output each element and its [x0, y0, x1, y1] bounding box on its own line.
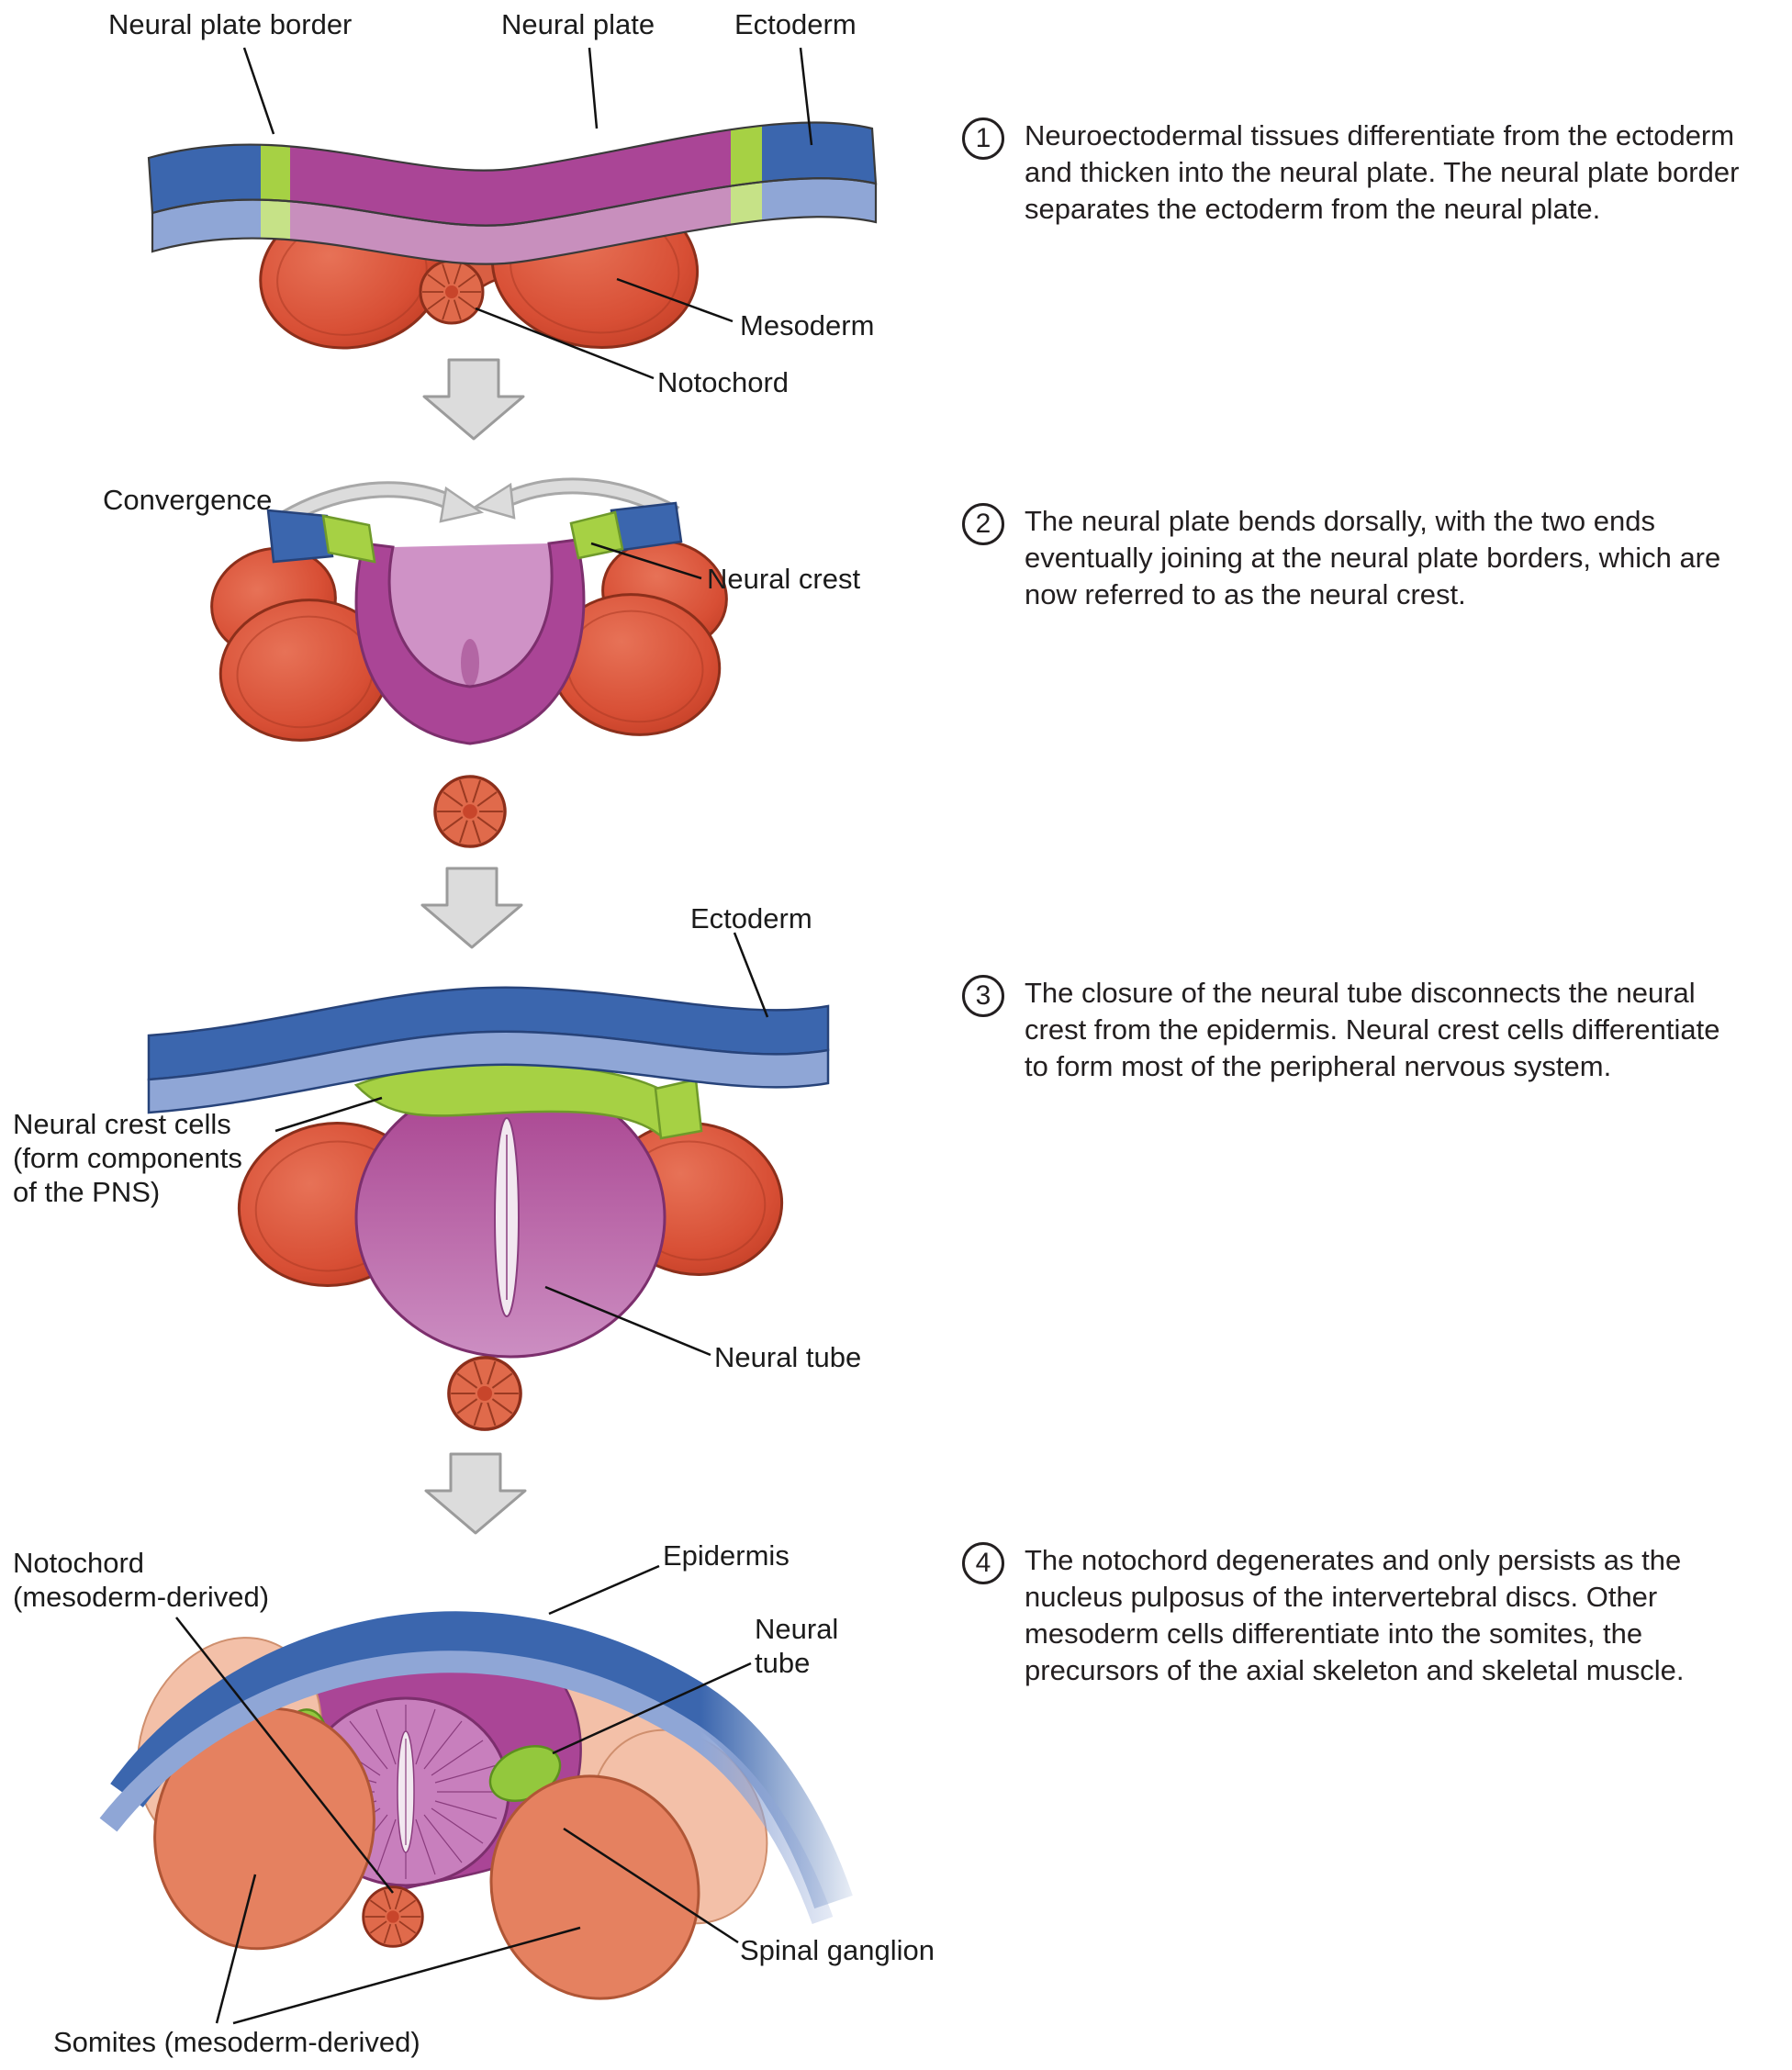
step-3: 3 The closure of the neural tube disconn… [962, 975, 1750, 1085]
convergence-arrows-icon [273, 477, 680, 531]
notochord-cross-section [447, 1356, 522, 1431]
label-convergence: Convergence [103, 484, 273, 516]
down-arrow-icon [420, 867, 523, 949]
label-neural-crest: Neural crest [707, 563, 861, 595]
label-ectoderm-1: Ectoderm [734, 8, 857, 40]
step-2: 2 The neural plate bends dorsally, with … [962, 503, 1750, 613]
stage2-leader-lines [590, 542, 702, 580]
label-ectoderm-3: Ectoderm [690, 902, 812, 934]
stage1-cross-section [147, 47, 878, 380]
notochord-cross-section [433, 775, 507, 848]
step-3-number: 3 [962, 975, 1004, 1017]
label-neural-crest-cells: Neural crest cells (form components of t… [13, 1108, 242, 1208]
step-2-text: The neural plate bends dorsally, with th… [1025, 505, 1721, 610]
neural-groove-lumen [389, 543, 553, 687]
neural-fold-wall [354, 538, 586, 745]
ectoderm-slab [147, 986, 830, 1114]
notochord-cross-section [419, 259, 485, 325]
neural-crest-tips [266, 501, 683, 564]
somite-front-right [489, 1774, 700, 2000]
step-4: 4 The notochord degenerates and only per… [962, 1542, 1750, 1689]
label-neural-tube-3: Neural tube [714, 1341, 862, 1373]
epidermis-band [99, 1611, 853, 1925]
label-neural-plate: Neural plate [501, 8, 655, 40]
step-4-text: The notochord degenerates and only persi… [1025, 1544, 1685, 1686]
neural-tube [354, 1076, 666, 1359]
label-notochord-1: Notochord [657, 366, 790, 398]
step-3-text: The closure of the neural tube disconnec… [1025, 977, 1720, 1082]
down-arrow-icon [424, 1452, 527, 1535]
label-spinal-ganglion: Spinal ganglion [740, 1934, 935, 1966]
stage3-leader-lines [274, 932, 769, 1357]
mesoderm-masses [210, 539, 728, 742]
label-neural-tube-4: Neural tube [755, 1613, 839, 1679]
stage2-neural-fold [210, 477, 728, 848]
stage3-neural-tube [147, 932, 830, 1431]
step-1-number: 1 [962, 117, 1004, 160]
stage1-leader-lines [242, 47, 813, 380]
label-neural-plate-border: Neural plate border [108, 8, 353, 40]
step-4-number: 4 [962, 1542, 1004, 1584]
label-mesoderm: Mesoderm [740, 309, 875, 341]
step-2-number: 2 [962, 503, 1004, 545]
notochord-cross-section [362, 1885, 424, 1948]
label-epidermis: Epidermis [663, 1539, 790, 1572]
stage4-mature-section [99, 1564, 853, 2025]
label-notochord-4: Notochord (mesoderm-derived) [13, 1547, 270, 1613]
step-1-text: Neuroectodermal tissues differentiate fr… [1025, 119, 1740, 225]
label-somites: Somites (mesoderm-derived) [53, 2026, 420, 2058]
down-arrow-icon [422, 358, 525, 441]
step-1: 1 Neuroectodermal tissues differentiate … [962, 117, 1750, 228]
stage4-leader-lines [175, 1564, 752, 2025]
diagram-artwork [99, 47, 878, 2025]
